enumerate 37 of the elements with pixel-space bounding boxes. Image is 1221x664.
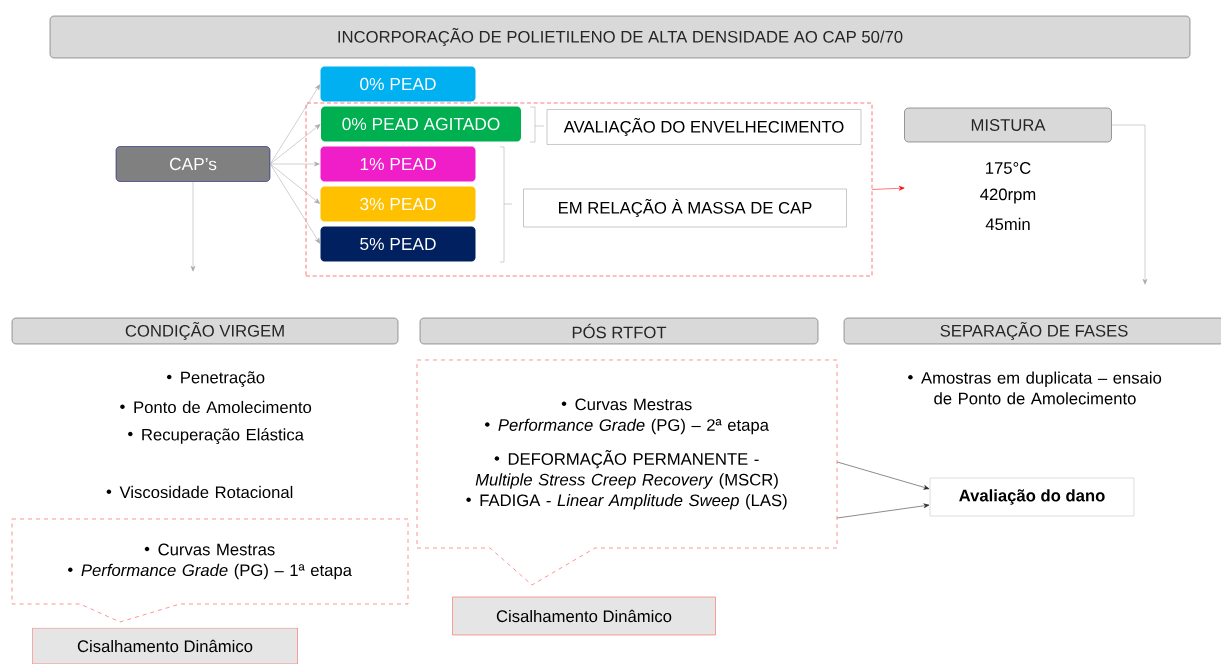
bullet-item: Penetração	[166, 371, 265, 387]
arrow	[270, 163, 321, 244]
process-box: 5% PEAD	[320, 226, 476, 262]
callout-box: Curvas Mestras Performance Grade (PG) – 1ª etapa	[11, 518, 409, 623]
setting-text: 45min	[985, 217, 1030, 231]
note-box: AVALIAÇÃO DO ENVELHECIMENTO	[546, 109, 862, 145]
header-box: MISTURA	[904, 107, 1112, 143]
bullet-item: Amostras em duplicata – ensaio de Ponto de Amolecimento	[908, 371, 1162, 405]
process-box: 0% PEAD AGITADO	[321, 106, 521, 142]
dashed-frame	[305, 102, 873, 277]
process-box: 3% PEAD	[320, 186, 476, 222]
process-box: CAP’s	[115, 146, 271, 182]
note-box: Cisalhamento Dinâmico	[32, 627, 298, 664]
bullet-item: Recuperação Elástica	[128, 428, 304, 444]
setting-text: 420rpm	[980, 188, 1036, 204]
setting-text: 175°C	[986, 162, 1031, 174]
note-box: EM RELAÇÃO À MASSA DE CAP	[523, 188, 847, 228]
header-box: INCORPORAÇÃO DE POLIETILENO DE ALTA DENSIDADE AO CAP 50/70	[49, 15, 1191, 59]
arrow	[837, 461, 930, 490]
arrow	[270, 163, 320, 204]
bullet-item: Viscosidade Rotacional	[106, 485, 293, 499]
header-box: CONDIÇÃO VIRGEM	[11, 317, 399, 345]
process-box: 1% PEAD	[320, 146, 476, 182]
note-box: Cisalhamento Dinâmico	[452, 596, 716, 636]
arrow	[837, 503, 930, 519]
arrow	[1111, 124, 1148, 285]
header-box: PÓS RTFOT	[419, 317, 819, 345]
bullet-item: Ponto de Amolecimento	[120, 400, 312, 414]
process-box: 0% PEAD	[320, 66, 476, 102]
header-box: SEPARAÇÃO DE FASES	[843, 317, 1221, 345]
result-box: Avaliação do dano	[929, 477, 1135, 517]
arrow	[270, 124, 321, 165]
arrow	[270, 84, 321, 165]
callout-box: Curvas Mestras Performance Grade (PG) – 2ª etapa DEFORMAÇÃO PERMANENTE - Multiple Stress Creep Recovery (MSCR) FADIGA - Linear Amplitude Sweep (LAS)	[416, 359, 838, 586]
arrow	[190, 181, 196, 272]
arrow	[270, 161, 320, 167]
arrow	[872, 185, 905, 191]
